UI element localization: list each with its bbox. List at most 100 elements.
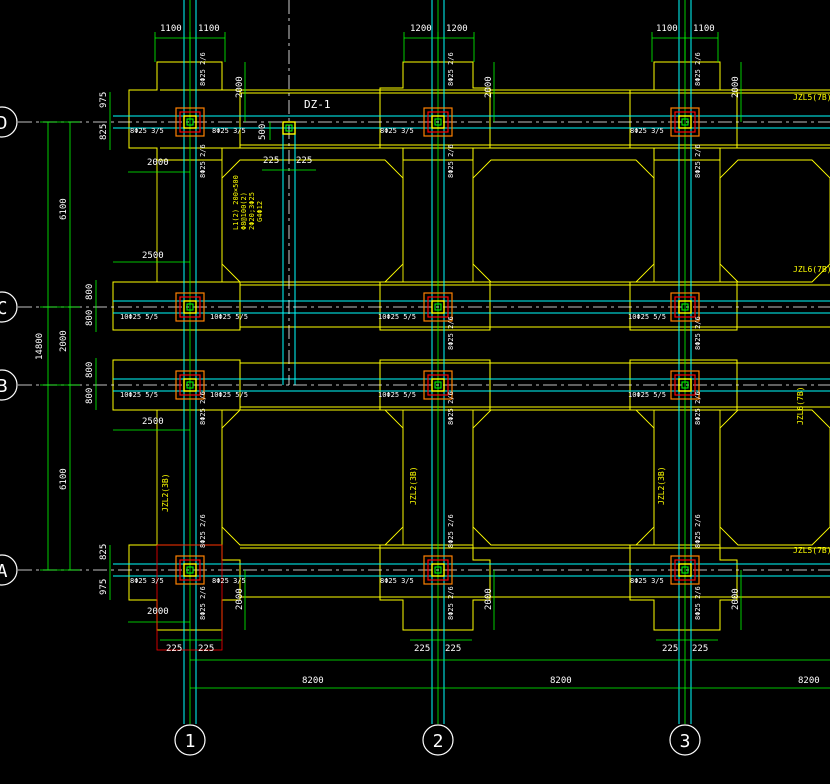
column-core (183, 563, 197, 577)
beam-mark-jzl2-2[interactable]: JZL2(3B) (409, 466, 418, 505)
note-l1-line4: G4Φ12 (256, 201, 264, 222)
axis-bubble-1[interactable]: 1 (174, 724, 206, 756)
rebar-label-v: 8Φ25 2/6 (199, 52, 207, 86)
column-bar (681, 118, 689, 126)
column-core (183, 378, 197, 392)
axis-label-b: B (0, 376, 7, 397)
column-core (678, 115, 692, 129)
dim-top-1200-a: 1200 (410, 24, 432, 34)
dim-2000-v-c2-top: 2000 (484, 76, 494, 98)
rebar-label: 8Φ25 3/5 (630, 127, 664, 135)
column-outline (175, 370, 205, 400)
column-bar (681, 566, 689, 574)
column-core (678, 378, 692, 392)
column-red (427, 296, 449, 318)
column-dz1 (282, 121, 296, 135)
beam-mark-jzl2-3[interactable]: JZL2(3B) (657, 466, 666, 505)
note-l1-line1: L1(2) 200×500 (232, 175, 240, 230)
dim-span-8200-c: 8200 (798, 676, 820, 686)
dim-225-c1-right: 225 (198, 644, 214, 654)
column-core (183, 300, 197, 314)
beam-mark-jzl2-1[interactable]: JZL2(3B) (161, 473, 170, 512)
footing-outline (379, 359, 491, 411)
dim-2000-v-c1-bottom: 2000 (235, 588, 245, 610)
footing-outline (629, 281, 738, 331)
dim-top-1100-a: 1100 (160, 24, 182, 34)
column-label-dz1[interactable]: DZ-1 (304, 98, 331, 111)
dim-2000-bottom: 2000 (147, 607, 169, 617)
note-l1-line2: Φ8@100(2) (240, 192, 248, 230)
rebar-label-v: 8Φ25 2/6 (447, 316, 455, 350)
rebar-label-v: 8Φ25 2/6 (199, 391, 207, 425)
rebar-label-v: 8Φ25 2/6 (199, 514, 207, 548)
rebar-label: 10Φ25 5/5 (378, 391, 416, 399)
beam-mark-jzl5-top[interactable]: JZL5(7B) (793, 93, 830, 102)
rebar-label-v: 8Φ25 2/6 (447, 52, 455, 86)
dim-225-c3-left: 225 (662, 644, 678, 654)
column-outline (423, 370, 453, 400)
beam-mark-jzl5-bottom[interactable]: JZL5(7B) (793, 546, 830, 555)
column-outline (670, 370, 700, 400)
column-outline (670, 555, 700, 585)
dim-225-dz-right: 225 (296, 156, 312, 166)
footing-outline (629, 359, 738, 411)
dim-2500-lower: 2500 (142, 417, 164, 427)
rebar-label: 8Φ25 3/5 (212, 577, 246, 585)
dim-225-c2-right: 225 (445, 644, 461, 654)
beam-mark-jzl6-b[interactable]: JZL6(7B) (796, 386, 805, 425)
rebar-label-v: 8Φ25 2/6 (694, 144, 702, 178)
axis-bubble-3[interactable]: 3 (669, 724, 701, 756)
footing-outline (112, 281, 241, 331)
dim-span-8200-a: 8200 (302, 676, 324, 686)
dim-800-c-upper: 800 (85, 284, 95, 300)
column-red (674, 559, 696, 581)
rebar-label-v: 8Φ25 2/6 (694, 586, 702, 620)
column-bar (186, 381, 194, 389)
column-red (427, 111, 449, 133)
column-red (674, 374, 696, 396)
beam-mark-jzl6-c[interactable]: JZL6(7B) (793, 265, 830, 274)
column-red (179, 559, 201, 581)
axis-bubble-d[interactable]: D (0, 106, 18, 138)
rebar-label-v: 8Φ25 2/6 (447, 391, 455, 425)
axis-label-1: 1 (185, 731, 196, 752)
dim-span-6100-top: 6100 (59, 198, 69, 220)
dim-2000-v-c3-top: 2000 (731, 76, 741, 98)
rebar-label: 10Φ25 5/5 (210, 313, 248, 321)
dim-top-1100-b: 1100 (198, 24, 220, 34)
column-core (183, 115, 197, 129)
dim-800-b-lower: 800 (85, 388, 95, 404)
rebar-label: 10Φ25 5/5 (120, 313, 158, 321)
rebar-label: 8Φ25 3/5 (212, 127, 246, 135)
rebar-label-v: 8Φ25 2/6 (199, 144, 207, 178)
dim-span-6100-bottom: 6100 (59, 468, 69, 490)
beam-lines (113, 0, 830, 724)
column-dz1-core (285, 124, 293, 132)
rebar-label: 10Φ25 5/5 (120, 391, 158, 399)
rebar-label-v: 8Φ25 2/6 (694, 391, 702, 425)
dimension-lines (40, 32, 830, 689)
axis-bubble-2[interactable]: 2 (422, 724, 454, 756)
column-bar (434, 303, 442, 311)
column-bar (186, 566, 194, 574)
rebar-label-v: 8Φ25 2/6 (447, 144, 455, 178)
axis-label-c: C (0, 298, 7, 319)
axis-bubble-c[interactable]: C (0, 291, 18, 323)
axis-bubble-a[interactable]: A (0, 554, 18, 586)
dim-span-8200-b: 8200 (550, 676, 572, 686)
column-bar (681, 303, 689, 311)
column-red (427, 374, 449, 396)
panel-chamfer (221, 409, 404, 546)
note-l1-line3: 2Φ20;3Φ25 (248, 192, 256, 230)
column-outline (670, 292, 700, 322)
footing-outline (379, 544, 491, 631)
dim-225-c3-right: 225 (692, 644, 708, 654)
dim-975-bottom: 975 (99, 579, 109, 595)
dim-top-1100-c: 1100 (656, 24, 678, 34)
rebar-label: 10Φ25 5/5 (628, 391, 666, 399)
column-core (431, 563, 445, 577)
footing-outline (379, 281, 491, 331)
axis-bubble-b[interactable]: B (0, 369, 18, 401)
column-red (674, 296, 696, 318)
rebar-label-v: 8Φ25 2/6 (447, 586, 455, 620)
